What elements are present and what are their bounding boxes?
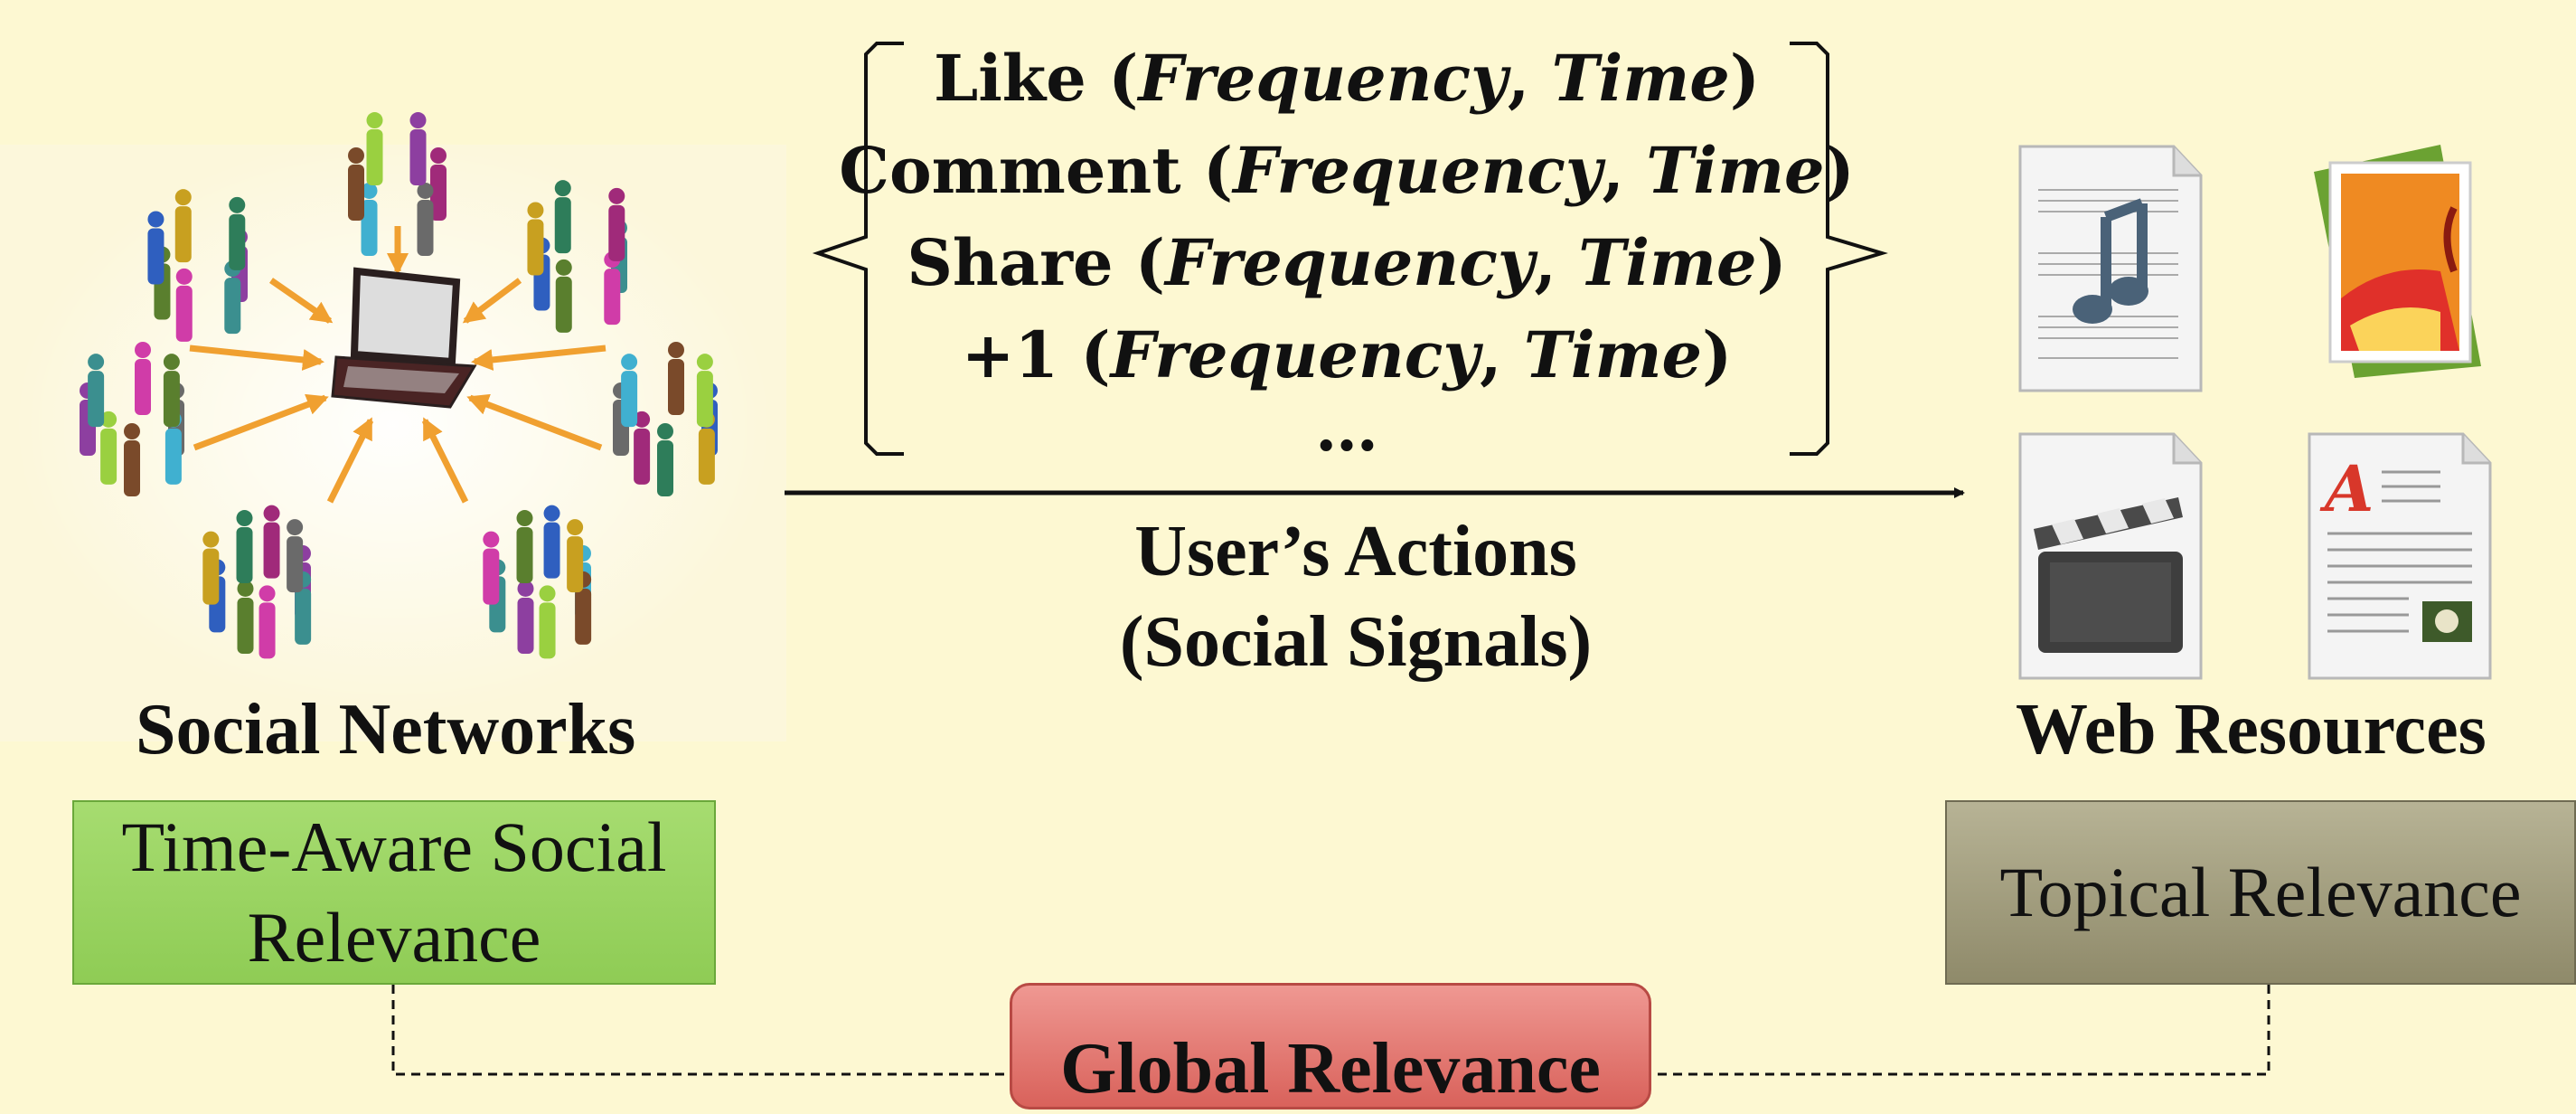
topical-box-label: Topical Relevance <box>1999 853 2522 931</box>
video-file-icon <box>2018 432 2203 680</box>
person-figure <box>517 580 534 654</box>
document-file-icon: A <box>2308 432 2492 680</box>
person-figure <box>135 342 151 415</box>
actions-caption-line1: User’s Actions <box>1134 512 1577 591</box>
action-name: +1 <box>961 317 1059 392</box>
people-figures <box>80 112 718 659</box>
person-figure <box>236 510 253 584</box>
person-figure <box>147 211 165 285</box>
actions-ellipsis: … <box>1315 391 1378 466</box>
action-sep: , <box>1602 133 1647 208</box>
time-aware-social-relevance-box: Time-Aware Social Relevance <box>72 800 716 985</box>
global-relevance-box: Global Relevance <box>1010 983 1651 1109</box>
action-item: Like (Frequency, Time) <box>813 33 1880 125</box>
person-figure <box>634 411 651 485</box>
action-sep: , <box>1507 41 1552 116</box>
person-figure <box>175 268 193 342</box>
action-args-close: ) <box>1729 41 1760 116</box>
person-figure <box>417 182 434 256</box>
music-file-icon <box>2018 145 2203 392</box>
action-name: Comment <box>839 133 1181 208</box>
person-figure <box>88 354 105 428</box>
action-name: Share <box>907 225 1114 300</box>
person-figure <box>224 260 241 335</box>
action-arg1: Frequency <box>1165 225 1535 300</box>
right-brace <box>1790 42 1888 456</box>
person-figure <box>608 187 625 261</box>
person-figure <box>366 112 383 186</box>
person-figure <box>202 531 220 605</box>
action-arg2: Time <box>1578 225 1757 300</box>
action-arg1: Frequency <box>1138 41 1508 116</box>
person-figure <box>668 342 684 415</box>
web-resources-title: Web Resources <box>2016 690 2487 769</box>
person-figure <box>527 202 544 276</box>
person-figure <box>409 112 427 186</box>
person-figure <box>554 180 571 254</box>
action-args-open: ( <box>1180 133 1234 208</box>
person-figure <box>100 411 118 485</box>
person-figure <box>483 531 500 605</box>
person-figure <box>539 585 556 659</box>
action-sep: , <box>1480 317 1524 392</box>
person-figure <box>174 189 192 263</box>
global-box-label: Global Relevance <box>1060 1029 1601 1109</box>
dashed-connector-right <box>1651 985 2270 1076</box>
social-box-line2: Relevance <box>247 898 541 977</box>
action-args-close: ) <box>1824 133 1855 208</box>
left-brace <box>812 42 904 456</box>
action-args-open: ( <box>1058 317 1111 392</box>
person-figure <box>567 519 584 593</box>
action-args-open: ( <box>1113 225 1166 300</box>
action-name: Like <box>934 41 1086 116</box>
action-args-close: ) <box>1756 225 1787 300</box>
actions-caption-line2: (Social Signals) <box>1119 602 1593 682</box>
person-figure <box>237 580 254 654</box>
person-figure <box>657 423 673 496</box>
person-figure <box>621 354 638 428</box>
action-arg2: Time <box>1551 41 1730 116</box>
person-figure <box>361 182 378 256</box>
person-figure <box>555 259 572 333</box>
person-figure <box>430 147 447 221</box>
action-arg1: Frequency <box>1233 133 1603 208</box>
image-file-icon <box>2314 145 2481 378</box>
person-figure <box>543 505 560 579</box>
laptop-icon <box>331 267 477 409</box>
person-figure <box>516 510 533 584</box>
action-sep: , <box>1534 225 1579 300</box>
person-figure <box>229 196 246 270</box>
action-args-close: ) <box>1702 317 1733 392</box>
action-item: +1 (Frequency, Time) <box>813 309 1880 401</box>
svg-text:A: A <box>2319 451 2374 526</box>
social-networks-title: Social Networks <box>136 690 636 769</box>
dashed-connector-left <box>391 985 1010 1076</box>
topical-relevance-box: Topical Relevance <box>1945 800 2576 985</box>
action-arg2: Time <box>1523 317 1703 392</box>
person-figure <box>163 354 180 428</box>
person-figure <box>263 505 280 579</box>
crowd-network-illustration <box>0 112 786 741</box>
actions-list: Like (Frequency, Time)Comment (Frequency… <box>813 33 1880 466</box>
action-arg2: Time <box>1646 133 1825 208</box>
social-box-line1: Time-Aware Social <box>121 807 667 886</box>
person-figure <box>287 519 304 593</box>
action-item: Share (Frequency, Time) <box>813 217 1880 309</box>
person-figure <box>348 147 364 221</box>
action-args-open: ( <box>1086 41 1139 116</box>
person-figure <box>696 354 713 428</box>
connection-arrows <box>189 226 606 504</box>
action-arg1: Frequency <box>1110 317 1481 392</box>
actions-caption: User’s Actions (Social Signals) <box>976 506 1735 687</box>
action-item: Comment (Frequency, Time) <box>813 125 1880 217</box>
person-figure <box>259 585 276 659</box>
person-figure <box>604 251 621 326</box>
person-figure <box>124 423 140 496</box>
